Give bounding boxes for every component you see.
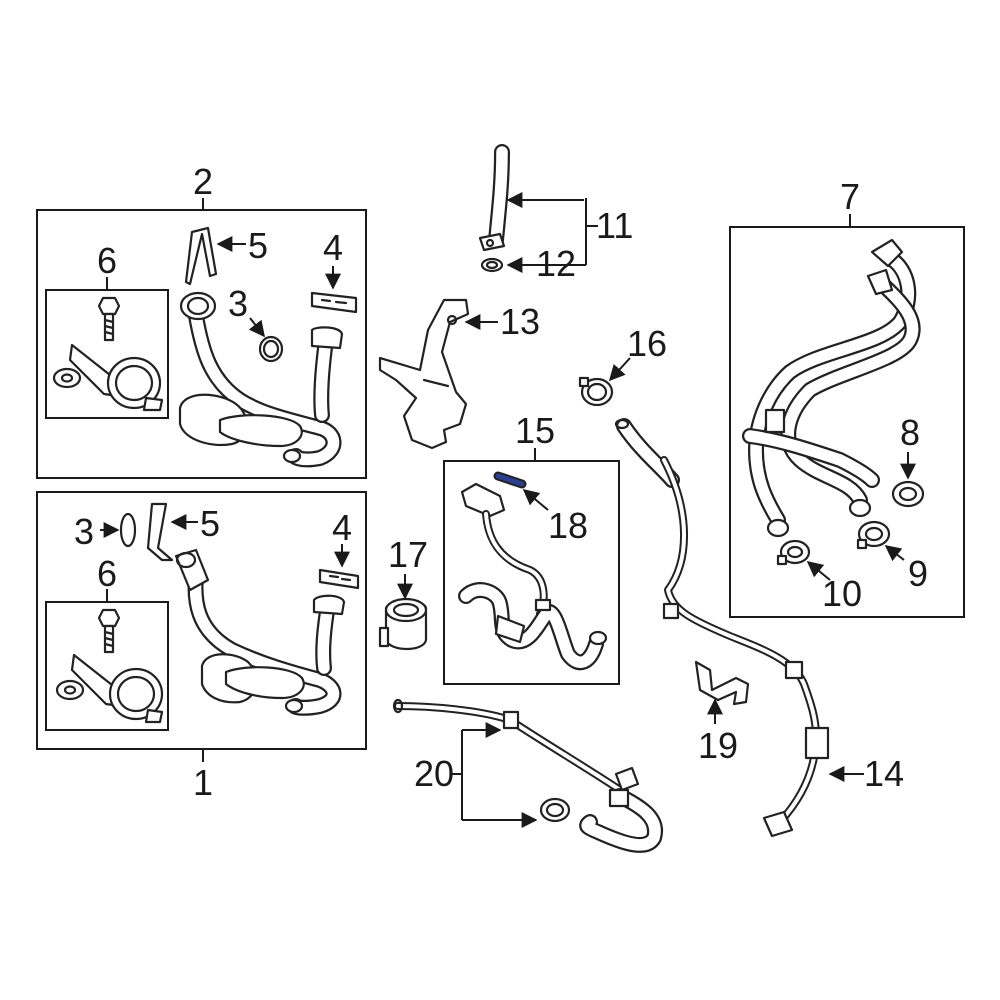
callout-13[interactable]: 13: [500, 301, 540, 342]
callout-7[interactable]: 7: [840, 176, 860, 217]
bracket-part-4-upper[interactable]: [310, 291, 358, 314]
clamp-part-8[interactable]: [891, 480, 925, 508]
callout-18[interactable]: 18: [548, 505, 588, 546]
hose-clamp-bracket-upper[interactable]: [68, 343, 164, 412]
callout-6-lower[interactable]: 6: [97, 553, 117, 594]
bracket-part-13[interactable]: [378, 298, 470, 450]
hose-assembly-part-7[interactable]: [742, 238, 921, 538]
callout-3-upper[interactable]: 3: [228, 283, 248, 324]
callout-9[interactable]: 9: [908, 553, 928, 594]
callout-5-lower[interactable]: 5: [200, 503, 220, 544]
adapter-part-17[interactable]: [378, 597, 428, 651]
callout-8[interactable]: 8: [900, 412, 920, 453]
assembly-box-1: 1 6 3 5: [36, 491, 367, 803]
washer-upper[interactable]: [52, 367, 82, 389]
hose-part-20[interactable]: [392, 698, 664, 853]
assembly-box-15: 15 18: [443, 410, 620, 685]
bracket-part-19[interactable]: [694, 660, 750, 706]
bracket-part-4-lower[interactable]: [318, 568, 360, 590]
o-ring-part-3-upper[interactable]: [258, 335, 284, 363]
clip-part-5-upper[interactable]: [184, 226, 218, 286]
clamp-part-16[interactable]: [578, 376, 614, 407]
callout-4-lower[interactable]: 4: [332, 507, 352, 548]
coolant-hose-assembly-lower[interactable]: [174, 548, 346, 716]
washer-lower[interactable]: [55, 679, 85, 701]
bolt-part-6-lower[interactable]: [97, 608, 121, 654]
o-ring-part-3-lower[interactable]: [119, 512, 137, 548]
hose-part-14[interactable]: [614, 418, 830, 838]
seal-part-12[interactable]: [480, 257, 504, 273]
clip-part-5-lower[interactable]: [146, 502, 174, 562]
clamp-part-20[interactable]: [539, 797, 571, 823]
sensor-part-18[interactable]: [493, 471, 527, 489]
callout-19[interactable]: 19: [698, 725, 738, 766]
pipe-part-11[interactable]: [478, 144, 510, 252]
callout-17[interactable]: 17: [388, 534, 428, 575]
callout-11[interactable]: 11: [596, 205, 633, 246]
clamp-part-10[interactable]: [776, 539, 811, 566]
bolt-part-6-upper[interactable]: [97, 296, 121, 342]
callout-2[interactable]: 2: [193, 161, 213, 202]
assembly-box-2: 2 6 5 3: [36, 161, 367, 479]
callout-14[interactable]: 14: [864, 753, 904, 794]
callout-1[interactable]: 1: [193, 762, 213, 803]
assembly-box-7: 7 8 9: [729, 176, 965, 618]
callout-10[interactable]: 10: [822, 573, 862, 614]
callout-3-lower[interactable]: 3: [74, 511, 94, 552]
callout-15[interactable]: 15: [515, 410, 555, 451]
callout-6-upper[interactable]: 6: [97, 240, 117, 281]
callout-12[interactable]: 12: [536, 243, 576, 284]
hose-assembly-part-15[interactable]: [458, 482, 608, 671]
callout-20[interactable]: 20: [414, 753, 454, 794]
callout-4-upper[interactable]: 4: [323, 227, 343, 268]
clamp-part-9[interactable]: [856, 520, 891, 550]
callout-16[interactable]: 16: [627, 323, 667, 364]
callout-5-upper[interactable]: 5: [248, 225, 268, 266]
hose-clamp-bracket-lower[interactable]: [70, 653, 164, 724]
coolant-hose-assembly-upper[interactable]: [178, 291, 344, 468]
